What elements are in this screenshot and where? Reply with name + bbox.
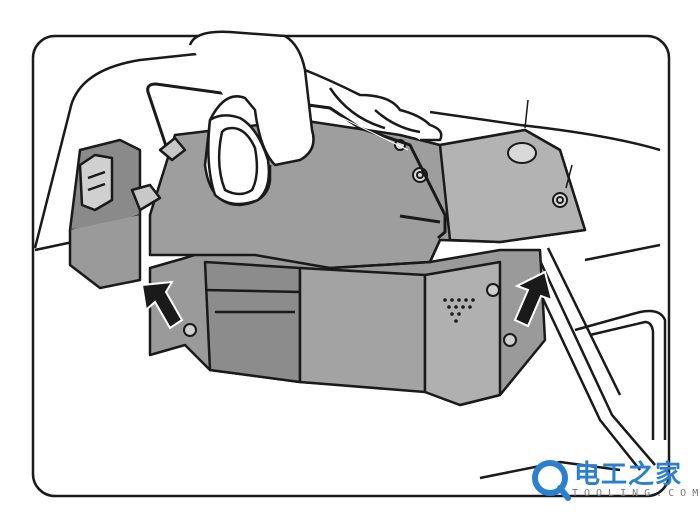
vent-pattern xyxy=(443,298,475,323)
watermark-circle-icon xyxy=(532,460,571,501)
lamp-module-top-plate xyxy=(148,118,587,270)
guide-line xyxy=(524,99,573,189)
watermark-brand: 电工之家 xyxy=(574,460,683,490)
watermark-logo: 电工之家 TOOLING.COM xyxy=(528,452,698,510)
wire-handle-end xyxy=(399,214,441,224)
wire-handle-inner xyxy=(151,93,409,153)
arrow-up-left xyxy=(140,280,184,330)
housing-rails xyxy=(479,247,667,480)
hand xyxy=(188,30,443,207)
arrow-up-right xyxy=(513,270,554,328)
projector-housing-right-edge xyxy=(584,243,661,262)
lamp-module-lower-body xyxy=(148,248,547,407)
lower-screws xyxy=(183,283,517,347)
wire-handle xyxy=(146,82,447,240)
watermark-subtext: TOOLING.COM xyxy=(572,488,700,499)
left-latch xyxy=(68,136,187,290)
